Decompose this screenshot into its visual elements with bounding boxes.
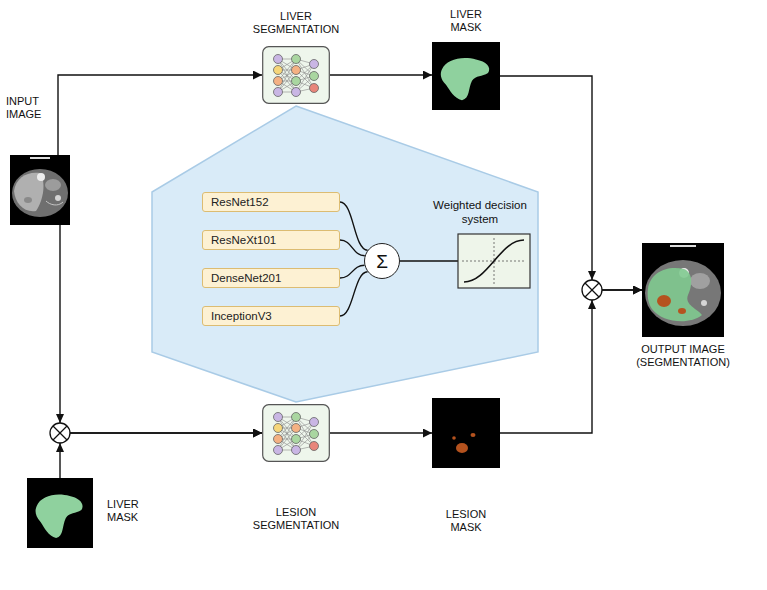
mask-image-art [432, 42, 500, 110]
mask-image-art [27, 478, 93, 548]
node-label: LESION SEGMENTATION [244, 506, 348, 532]
input-image-art [10, 155, 70, 225]
network-icon-art [262, 46, 330, 104]
output-image-art [642, 243, 724, 337]
model-box: ResNeXt101 [202, 230, 340, 250]
input-image-art [10, 155, 70, 225]
node-label: LESION MASK [436, 508, 496, 534]
input-image: INPUT IMAGE [10, 155, 70, 225]
model-name: InceptionV3 [211, 310, 272, 322]
label-block: LIVER SEGMENTATION [244, 10, 348, 36]
label-block: OUTPUT IMAGE (SEGMENTATION) [628, 343, 738, 369]
model-box: DenseNet201 [202, 268, 340, 288]
label-block: LIVER MASK [107, 498, 147, 524]
arrowhead [56, 414, 64, 452]
network-icon: LIVER SEGMENTATION [262, 46, 330, 104]
connector [330, 432, 432, 433]
network-icon: LESION SEGMENTATION [262, 404, 330, 462]
label-block: Weighted decision system [430, 198, 530, 226]
node-label: LIVER MASK [436, 8, 496, 34]
label-block: LIVER MASK [436, 8, 496, 34]
mask-image: LIVER MASK [432, 42, 500, 110]
network-icon-art [262, 404, 330, 462]
mask-image-art [27, 478, 93, 548]
node-label: OUTPUT IMAGE (SEGMENTATION) [628, 343, 738, 369]
node-label: LIVER SEGMENTATION [244, 10, 348, 36]
panel-heading: Weighted decision system [430, 198, 530, 226]
network-icon-art [263, 47, 330, 104]
arrowhead [588, 271, 596, 309]
label-block: LESION MASK [436, 508, 496, 534]
connector [60, 433, 262, 478]
model-name: DenseNet201 [211, 272, 281, 284]
mask-image-art [432, 398, 500, 468]
connector [58, 75, 262, 155]
connector [330, 74, 432, 75]
ensemble-panel-art [150, 104, 540, 404]
multiply-symbol [50, 423, 70, 443]
sum-symbol: Σ [376, 252, 388, 271]
label-block: LESION SEGMENTATION [244, 506, 348, 532]
multiply-symbol [582, 280, 602, 300]
sum-circle: Σ [364, 243, 400, 279]
mask-image: LIVER MASK [27, 478, 93, 548]
model-box: ResNet152 [202, 192, 340, 212]
node-label: LIVER MASK [107, 498, 147, 524]
model-name: ResNeXt101 [211, 234, 276, 246]
ensemble-panel: ResNet152ResNeXt101DenseNet201InceptionV… [150, 104, 540, 404]
ensemble-panel-art [152, 106, 538, 402]
model-box: InceptionV3 [202, 306, 340, 326]
output-image: OUTPUT IMAGE (SEGMENTATION) [642, 243, 724, 337]
output-image-art [642, 243, 724, 337]
mask-image-art [432, 398, 500, 468]
mask-image-art [432, 42, 500, 110]
node-label: INPUT IMAGE [6, 95, 52, 121]
mask-image: LESION MASK [432, 398, 500, 468]
network-icon-art [263, 405, 330, 462]
label-block: INPUT IMAGE [6, 95, 52, 121]
model-name: ResNet152 [211, 196, 269, 208]
